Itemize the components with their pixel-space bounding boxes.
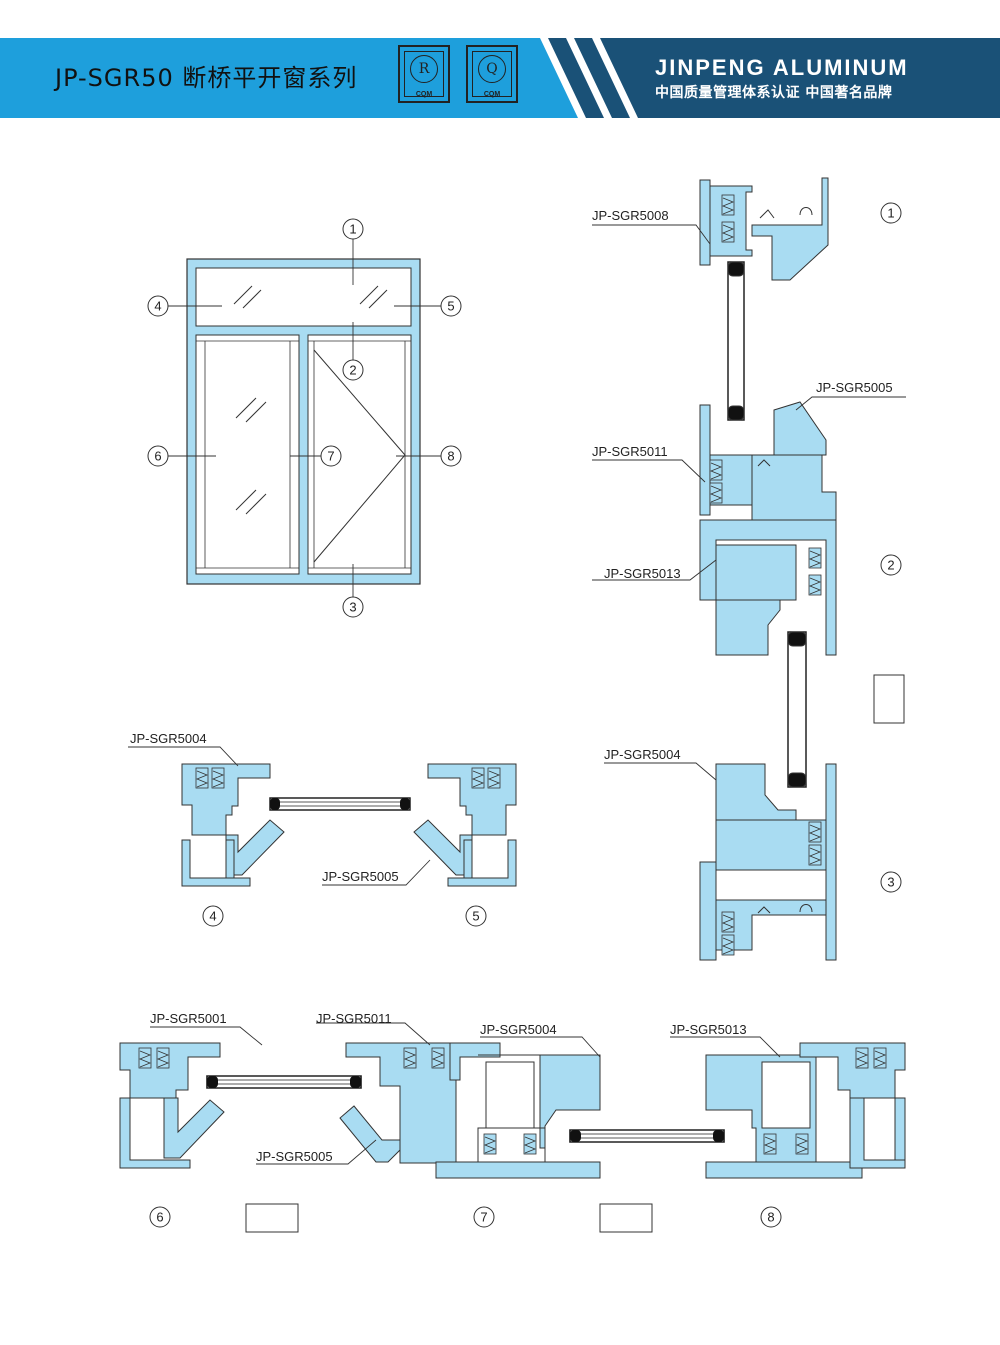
profile-label-bottom-4: JP-SGR5013 (670, 1022, 747, 1037)
cert-r-text: CQM (415, 91, 433, 98)
cert-badge-r: R CQM (398, 45, 450, 103)
elevation-callouts: 1 2 3 4 5 6 7 8 (147, 218, 462, 618)
glass-bottom-right (569, 1129, 725, 1143)
cert-q-text: CQM (483, 91, 501, 98)
bottom-section-6 (119, 1042, 225, 1169)
section-number-4: 4 (202, 905, 224, 927)
svg-text:3: 3 (349, 600, 356, 615)
profile-label-bottom-1: JP-SGR5001 (150, 1011, 227, 1026)
section-number-6: 6 (149, 1206, 171, 1228)
svg-text:1: 1 (349, 222, 356, 237)
svg-text:8: 8 (447, 449, 454, 464)
side-section-left (181, 763, 285, 887)
svg-text:3: 3 (887, 875, 894, 890)
side-section-right (413, 763, 517, 887)
outside-box-bottom-left (245, 1203, 299, 1233)
section-number-5: 5 (465, 905, 487, 927)
section-number-2: 2 (880, 554, 902, 576)
glass-bottom-left (206, 1075, 362, 1089)
svg-text:4: 4 (209, 909, 216, 924)
vertical-leaders (592, 224, 906, 781)
svg-text:8: 8 (767, 1210, 774, 1225)
callout-8: 8 (440, 445, 462, 467)
profile-label-bottom-5: JP-SGR5005 (256, 1149, 333, 1164)
svg-text:2: 2 (349, 363, 356, 378)
callout-3: 3 (342, 596, 364, 618)
section-number-1: 1 (880, 202, 902, 224)
svg-text:6: 6 (156, 1210, 163, 1225)
side-leaders (128, 746, 431, 886)
svg-text:4: 4 (154, 299, 161, 314)
bottom-leaders (150, 1022, 781, 1165)
svg-text:7: 7 (327, 449, 334, 464)
profile-label-vertical-4: JP-SGR5013 (604, 566, 681, 581)
bottom-section-7 (339, 1042, 601, 1179)
section-number-7: 7 (473, 1206, 495, 1228)
brand-subtitle: 中国质量管理体系认证 中国著名品牌 (655, 85, 893, 101)
profile-label-bottom-3: JP-SGR5004 (480, 1022, 557, 1037)
callout-7: 7 (320, 445, 342, 467)
svg-text:1: 1 (887, 206, 894, 221)
window-elevation (168, 239, 441, 597)
svg-text:5: 5 (472, 909, 479, 924)
cert-r-mark: R (410, 55, 438, 83)
profile-label-vertical-1: JP-SGR5008 (592, 208, 669, 223)
profile-label-side-2: JP-SGR5005 (322, 869, 399, 884)
glass-side (269, 797, 411, 811)
page-title: JP-SGR50 断桥平开窗系列 (55, 64, 358, 92)
callout-1: 1 (342, 218, 364, 240)
svg-text:7: 7 (480, 1210, 487, 1225)
svg-text:5: 5 (447, 299, 454, 314)
outside-box-bottom-right (599, 1203, 653, 1233)
profile-label-vertical-5: JP-SGR5004 (604, 747, 681, 762)
section-number-8: 8 (760, 1206, 782, 1228)
cert-badge-q: Q CQM (466, 45, 518, 103)
profile-label-vertical-3: JP-SGR5011 (592, 444, 668, 459)
vertical-labels: JP-SGR5008JP-SGR5005JP-SGR5011JP-SGR5013… (592, 202, 902, 893)
callout-6: 6 (147, 445, 169, 467)
bottom-section-8 (705, 1042, 906, 1179)
callout-2: 2 (342, 359, 364, 381)
profile-label-side-1: JP-SGR5004 (130, 731, 207, 746)
cert-q-mark: Q (478, 55, 506, 83)
callout-4: 4 (147, 295, 169, 317)
section-number-3: 3 (880, 871, 902, 893)
profile-label-bottom-2: JP-SGR5011 (316, 1011, 392, 1026)
vertical-section (699, 177, 837, 961)
outside-box-vertical (873, 674, 905, 724)
brand-name: JINPENG ALUMINUM (655, 55, 909, 80)
profile-label-vertical-2: JP-SGR5005 (816, 380, 893, 395)
svg-text:2: 2 (887, 558, 894, 573)
callout-5: 5 (440, 295, 462, 317)
svg-text:6: 6 (154, 449, 161, 464)
